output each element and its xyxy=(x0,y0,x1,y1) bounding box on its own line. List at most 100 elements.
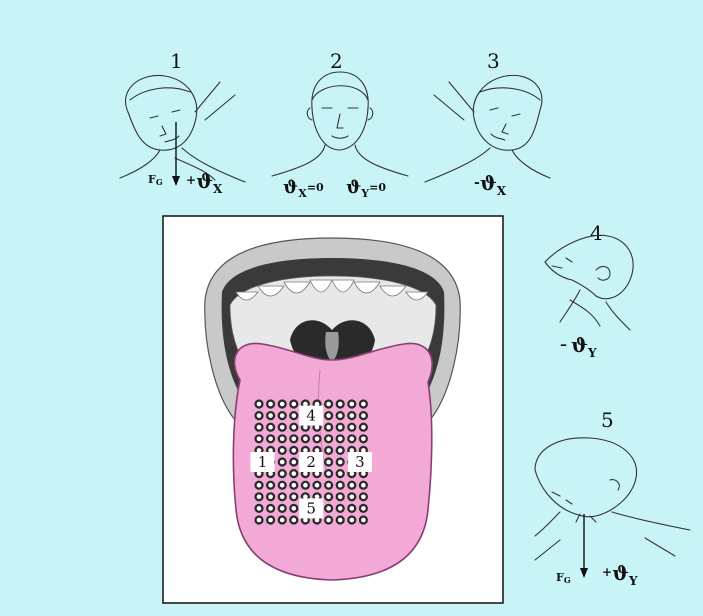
electrode-center xyxy=(326,471,331,476)
electrode-array: 4 1 2 3 5 xyxy=(250,399,371,524)
head-sketch-3 xyxy=(425,75,550,182)
electrode-center xyxy=(326,402,331,407)
angle-x-label-2: ϑX=0 xyxy=(283,177,324,200)
electrode-center xyxy=(292,483,297,488)
electrode-center xyxy=(292,495,297,500)
electrode-center xyxy=(292,471,297,476)
angle-label-5: +ϑY xyxy=(602,561,638,588)
electrode-center xyxy=(257,425,262,430)
head-sketch-2 xyxy=(272,72,408,176)
gravity-arrowhead-1 xyxy=(172,176,180,186)
electrode-center xyxy=(280,437,285,442)
electrode-center xyxy=(315,437,320,442)
electrode-center xyxy=(280,471,285,476)
electrode-center xyxy=(361,518,366,523)
electrode-center xyxy=(280,425,285,430)
pose-number-4: 4 xyxy=(590,221,603,245)
electrode-center xyxy=(268,506,273,511)
electrode-center xyxy=(326,495,331,500)
electrode-center xyxy=(303,483,308,488)
electrode-center xyxy=(361,506,366,511)
angle-label-4: –ϑY xyxy=(560,333,597,360)
electrode-center xyxy=(257,518,262,523)
electrode-center xyxy=(280,495,285,500)
gravity-arrowhead-5 xyxy=(580,568,588,578)
electrode-center xyxy=(292,518,297,523)
zone-label-1: 1 xyxy=(258,453,268,471)
electrode-center xyxy=(338,483,343,488)
electrode-center xyxy=(268,413,273,418)
electrode-center xyxy=(292,413,297,418)
electrode-center xyxy=(280,483,285,488)
electrode-center xyxy=(292,425,297,430)
electrode-center xyxy=(257,495,262,500)
electrode-center xyxy=(338,437,343,442)
force-label-5: FG xyxy=(556,571,571,585)
electrode-center xyxy=(350,413,355,418)
electrode-center xyxy=(338,471,343,476)
electrode-center xyxy=(292,402,297,407)
electrode-center xyxy=(361,437,366,442)
electrode-center xyxy=(280,506,285,511)
head-pose-5: 5 FG +ϑY xyxy=(535,408,690,588)
electrode-center xyxy=(280,460,285,465)
electrode-center xyxy=(257,437,262,442)
electrode-center xyxy=(326,506,331,511)
electrode-center xyxy=(338,413,343,418)
electrode-center xyxy=(361,413,366,418)
angle-y-label-2: ϑY=0 xyxy=(346,177,386,200)
electrode-center xyxy=(303,437,308,442)
electrode-center xyxy=(326,425,331,430)
electrode-center xyxy=(268,425,273,430)
electrode-center xyxy=(292,506,297,511)
electrode-center xyxy=(292,437,297,442)
zone-label-5: 5 xyxy=(306,499,316,517)
electrode-center xyxy=(268,402,273,407)
electrode-center xyxy=(326,448,331,453)
electrode-center xyxy=(361,425,366,430)
electrode-center xyxy=(350,425,355,430)
head-pose-1: 1 FG +ϑX xyxy=(120,49,245,196)
electrode-center xyxy=(268,518,273,523)
zone-label-2: 2 xyxy=(306,453,316,471)
electrode-center xyxy=(326,518,331,523)
pose-number-3: 3 xyxy=(487,49,500,73)
head-sketch-1 xyxy=(120,75,245,182)
electrode-center xyxy=(338,518,343,523)
electrode-center xyxy=(280,402,285,407)
electrode-center xyxy=(292,460,297,465)
electrode-center xyxy=(280,448,285,453)
electrode-center xyxy=(361,483,366,488)
electrode-center xyxy=(350,506,355,511)
zone-label-3: 3 xyxy=(355,453,365,471)
electrode-center xyxy=(350,437,355,442)
electrode-center xyxy=(350,495,355,500)
electrode-center xyxy=(268,483,273,488)
electrode-center xyxy=(280,518,285,523)
zone-label-4: 4 xyxy=(306,407,316,425)
electrode-center xyxy=(361,402,366,407)
electrode-center xyxy=(338,448,343,453)
force-label-1: FG xyxy=(148,173,163,187)
electrode-center xyxy=(326,483,331,488)
tongue-panel: 4 1 2 3 5 xyxy=(163,216,503,603)
electrode-center xyxy=(338,425,343,430)
electrode-center xyxy=(338,460,343,465)
electrode-center xyxy=(338,495,343,500)
electrode-center xyxy=(280,413,285,418)
electrode-center xyxy=(326,413,331,418)
electrode-center xyxy=(257,413,262,418)
electrode-center xyxy=(257,483,262,488)
electrode-center xyxy=(292,448,297,453)
angle-label-3: -ϑX xyxy=(474,171,507,198)
electrode-center xyxy=(350,518,355,523)
head-pose-2: 2 ϑX=0 ϑY=0 xyxy=(272,49,408,200)
pose-number-2: 2 xyxy=(330,49,343,73)
electrode-center xyxy=(257,402,262,407)
electrode-center xyxy=(326,460,331,465)
electrode-center xyxy=(361,495,366,500)
head-pose-4: 4 –ϑY xyxy=(545,221,633,360)
angle-label-1: +ϑX xyxy=(186,169,223,196)
electrode-center xyxy=(257,506,262,511)
